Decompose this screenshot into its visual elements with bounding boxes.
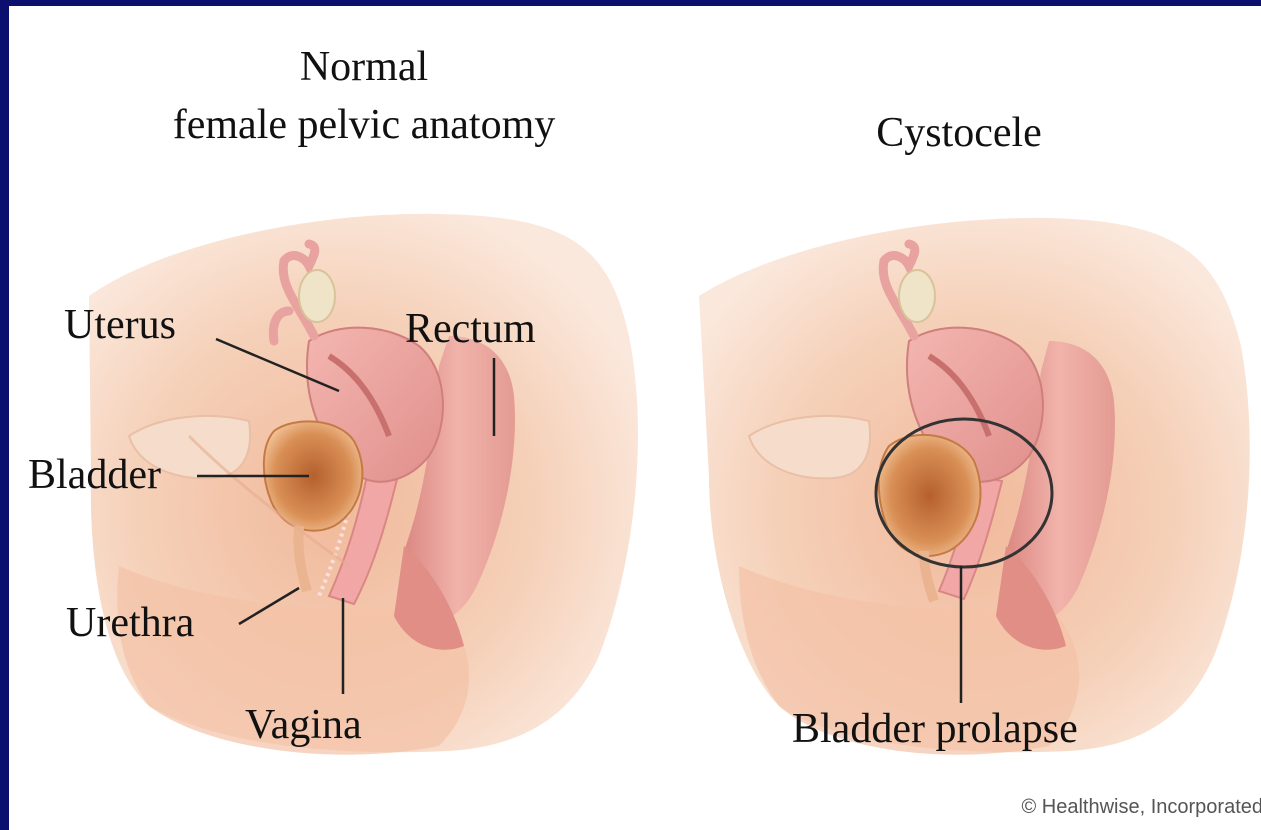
urethra-label: Urethra [66, 600, 194, 646]
vagina-label: Vagina [245, 702, 362, 748]
illustration-panel: Normal female pelvic anatomy Cystocele U… [9, 6, 1261, 830]
normal-anatomy-figure [89, 214, 638, 755]
uterus-label: Uterus [64, 302, 176, 348]
bladder-prolapse-label: Bladder prolapse [792, 706, 1078, 752]
cystocele-title: Cystocele [809, 104, 1109, 162]
copyright-credit: © Healthwise, Incorporated [1021, 796, 1261, 819]
rectum-label: Rectum [405, 306, 536, 352]
normal-anatomy-title: Normal female pelvic anatomy [109, 38, 619, 154]
normal-title-line2: female pelvic anatomy [109, 96, 619, 154]
normal-title-line1: Normal [109, 38, 619, 96]
bladder-label: Bladder [28, 452, 161, 498]
cystocele-anatomy-figure [699, 218, 1250, 755]
